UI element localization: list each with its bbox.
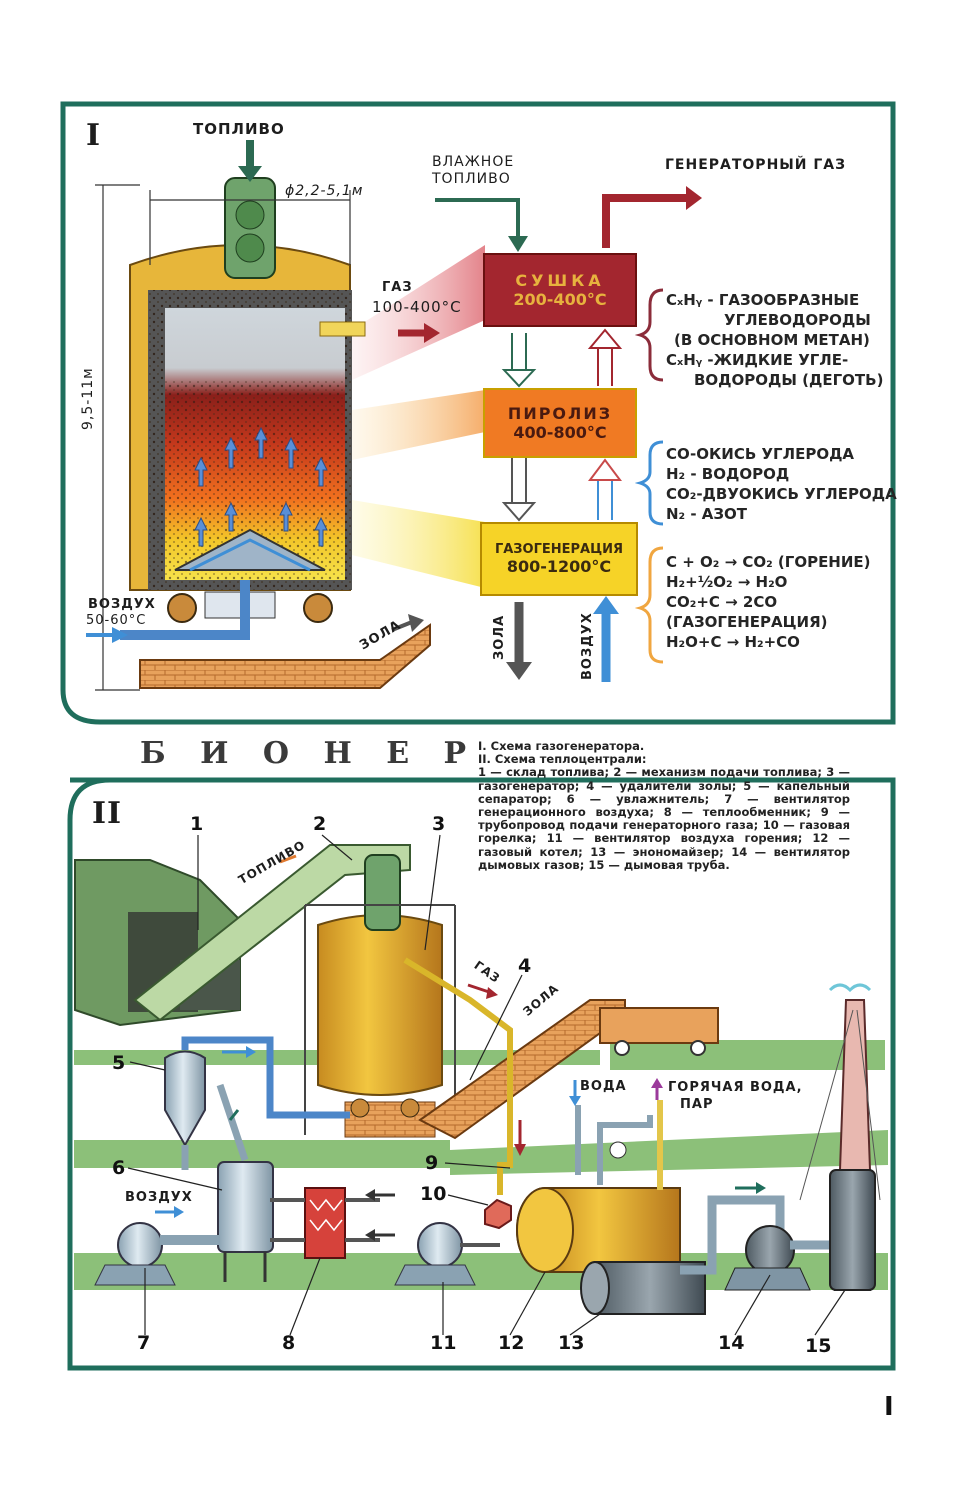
wet-fuel-arrow [435, 198, 520, 240]
number-4: 4 [518, 955, 532, 977]
chem-1-line-3: (В ОСНОВНОМ МЕТАН) [674, 331, 870, 349]
number-1: 1 [190, 813, 204, 835]
ash-conveyor [139, 623, 431, 689]
ash-conveyor-2 [418, 999, 626, 1140]
chem-3-line-5: H₂O+C → H₂+CO [666, 633, 800, 651]
number-8: 8 [282, 1332, 296, 1354]
chem-2-line-4: N₂ - АЗОТ [666, 505, 748, 523]
legend: I. Схема газогенератора. II. Схема тепло… [478, 739, 850, 872]
number-14: 14 [718, 1332, 745, 1354]
air-pipe [120, 580, 250, 640]
beam-drying [352, 245, 485, 380]
stage-gasgen-name: ГАЗОГЕНЕРАЦИЯ [494, 542, 624, 557]
legend-line-3: 1 — склад топлива; 2 — механизм подачи т… [478, 765, 850, 872]
section-2-roman: II [92, 796, 123, 831]
stage-drying: СУШКА 200-400°С [483, 253, 637, 327]
water-pipes [575, 1105, 653, 1185]
chem-3-line-3: CO₂+C → 2CO [666, 593, 778, 611]
chem-3-line-2: H₂+½O₂ → H₂O [666, 573, 788, 591]
stage-pyrolysis-name: ПИРОЛИЗ [507, 404, 613, 423]
drop-separator [164, 1050, 206, 1148]
stage-pyrolysis-temp: 400-800°С [513, 423, 607, 442]
chem-group-3: C + O₂ → CO₂ (ГОРЕНИЕ) H₂+½O₂ → H₂O CO₂+… [666, 552, 871, 652]
smoke-icon [828, 983, 872, 993]
air-label-2: ВОЗДУХ [125, 1190, 193, 1205]
chem-group-1: CₓHᵧ - ГАЗООБРАЗНЫЕ УГЛЕВОДОРОДЫ (В ОСНО… [666, 290, 883, 390]
number-10: 10 [420, 1183, 447, 1205]
chem-2-line-3: CO₂-ДВУОКИСЬ УГЛЕРОДА [666, 485, 897, 503]
stage-drying-temp: 200-400°С [513, 290, 607, 309]
chem-3-line-1: C + O₂ → CO₂ (ГОРЕНИЕ) [666, 553, 871, 571]
gas-outlet [319, 321, 366, 337]
frame-section-1 [60, 101, 896, 725]
stage-gasgen: ГАЗОГЕНЕРАЦИЯ 800-1200°С [480, 522, 638, 596]
gas-pipe [403, 957, 513, 1195]
chem-1-line-5: ВОДОРОДЫ (ДЕГОТЬ) [694, 371, 884, 389]
humidifier [217, 1161, 274, 1253]
air-temp-label: 50-60°С [86, 613, 147, 628]
hot-water-label-1: ГОРЯЧАЯ ВОДА, [668, 1080, 803, 1095]
height-line [95, 184, 140, 691]
beam-gasgen [352, 500, 485, 588]
chem-1-line-4: CₓHᵧ -ЖИДКИЕ УГЛЕ- [666, 351, 849, 369]
page-title: Б И О Н Е Р [140, 736, 479, 771]
chem-2-line-2: H₂ - ВОДОРОД [666, 465, 790, 483]
number-15: 15 [805, 1335, 832, 1357]
number-7: 7 [137, 1332, 151, 1354]
chem-2-line-1: CO-ОКИСЬ УГЛЕРОДА [666, 445, 855, 463]
flue-fan [745, 1225, 795, 1275]
gas-burner [484, 1198, 512, 1230]
chem-3-line-4: (ГАЗОГЕНЕРАЦИЯ) [666, 613, 828, 631]
gasifier-tank [317, 914, 443, 1096]
air-fan-11 [417, 1222, 463, 1268]
wet-fuel-label-2: ТОПЛИВО [432, 171, 511, 187]
gas-label: ГАЗ [382, 280, 413, 295]
air-fan-7 [117, 1222, 163, 1268]
brace-3 [634, 546, 664, 664]
air-flow-arrows [194, 426, 328, 547]
chem-group-2: CO-ОКИСЬ УГЛЕРОДА H₂ - ВОДОРОД CO₂-ДВУОК… [666, 444, 897, 524]
brace-1 [634, 288, 664, 382]
legend-line-1: I. Схема газогенератора. [478, 739, 645, 753]
blue-pipe [181, 1036, 350, 1119]
air-label: ВОЗДУХ [88, 597, 156, 612]
brace-2 [634, 440, 664, 526]
number-6: 6 [112, 1157, 126, 1179]
gen-gas-label: ГЕНЕРАТОРНЫЙ ГАЗ [665, 157, 847, 173]
fuel-label: ТОПЛИВО [193, 120, 285, 138]
stage-drying-name: СУШКА [515, 271, 605, 290]
diameter-line [149, 190, 351, 265]
frame-section-2 [67, 777, 896, 1371]
gen-gas-arrow [602, 194, 690, 248]
number-13: 13 [558, 1332, 585, 1354]
chem-1-line-2: УГЛЕВОДОРОДЫ [724, 311, 871, 329]
air-in-label: ВОЗДУХ [580, 612, 595, 680]
number-5: 5 [112, 1052, 126, 1074]
gas-temp-label: 100-400°С [372, 298, 462, 316]
beam-pyrolysis [352, 390, 485, 460]
number-2: 2 [313, 813, 327, 835]
page-mark: I [884, 1392, 894, 1422]
flue-duct [680, 1195, 785, 1275]
number-9: 9 [425, 1152, 439, 1174]
height-label: 9,5-11м [80, 367, 96, 430]
number-12: 12 [498, 1332, 525, 1354]
number-11: 11 [430, 1332, 457, 1354]
diameter-label: ϕ2,2-5,1м [285, 183, 364, 199]
water-label: ВОДА [580, 1079, 627, 1094]
number-3: 3 [432, 813, 446, 835]
ash-out-label: ЗОЛА [492, 614, 507, 660]
wet-fuel-label-1: ВЛАЖНОЕ [432, 154, 515, 170]
ash-cart [599, 1007, 719, 1044]
stage-pyrolysis: ПИРОЛИЗ 400-800°С [483, 388, 637, 458]
fuel-conveyor [133, 844, 411, 1022]
hot-water-label-2: ПАР [680, 1097, 714, 1112]
section-1-roman: I [86, 118, 102, 153]
chem-1-line-1: CₓHᵧ - ГАЗООБРАЗНЫЕ [666, 291, 860, 309]
chimney [838, 999, 872, 1171]
leader-lines [127, 834, 846, 1336]
legend-line-2: II. Схема теплоцентрали: [478, 752, 647, 767]
stage-gasgen-temp: 800-1200°С [506, 557, 612, 576]
